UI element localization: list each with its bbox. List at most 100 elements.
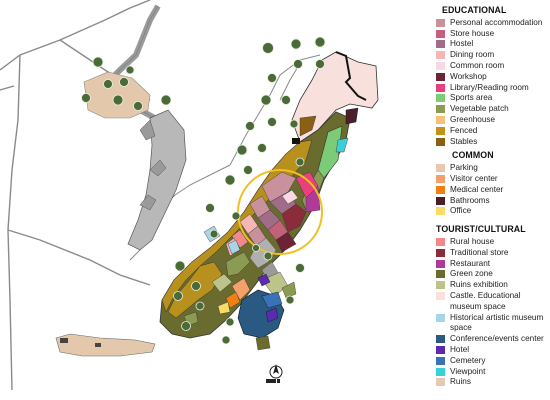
legend-section-title: TOURIST/CULTURAL bbox=[436, 224, 526, 235]
legend-item-label: Historical artistic museum space bbox=[450, 312, 544, 333]
legend-swatch bbox=[436, 196, 445, 205]
north-arrow-icon bbox=[266, 364, 283, 383]
legend-swatch bbox=[436, 345, 445, 354]
legend-item-label: Store house bbox=[450, 28, 495, 38]
legend-item-label: Library/Reading room bbox=[450, 82, 529, 92]
parking-area bbox=[127, 109, 187, 251]
legend-swatch bbox=[436, 29, 445, 38]
village-blocks bbox=[225, 171, 321, 257]
legend-item: Viewpoint bbox=[434, 367, 548, 378]
legend-swatch bbox=[436, 185, 445, 194]
legend-swatch bbox=[436, 115, 445, 124]
legend-item-label: Fenced bbox=[450, 125, 478, 135]
legend-swatch bbox=[436, 270, 445, 279]
legend-item: Bathrooms bbox=[434, 196, 548, 207]
legend-item-label: Vegetable patch bbox=[450, 104, 509, 114]
legend-item: Sports area bbox=[434, 93, 548, 104]
legend-item-label: Restaurant bbox=[450, 258, 491, 268]
legend-item: Office bbox=[434, 206, 548, 217]
legend-item: Dining room bbox=[434, 50, 548, 61]
legend-item: Conference/events center bbox=[434, 334, 548, 345]
legend-item: Historical artistic museum space bbox=[434, 313, 548, 335]
legend-swatch bbox=[436, 291, 445, 300]
legend-item: Ruins bbox=[434, 377, 548, 388]
legend-item-label: Ruins bbox=[450, 377, 471, 387]
legend-item-label: Medical center bbox=[450, 184, 504, 194]
legend-item-label: Greenhouse bbox=[450, 114, 496, 124]
legend-item: Workshop bbox=[434, 72, 548, 83]
legend-item-label: Hostel bbox=[450, 39, 474, 49]
legend-item: Store house bbox=[434, 29, 548, 40]
legend-item-label: Hotel bbox=[450, 344, 470, 354]
legend-item-label: Sports area bbox=[450, 93, 493, 103]
legend-item: Hostel bbox=[434, 39, 548, 50]
ruins-lower bbox=[55, 333, 156, 357]
legend-item-label: Traditional store bbox=[450, 247, 509, 257]
legend-swatch bbox=[436, 356, 445, 365]
legend-item-label: Cemetery bbox=[450, 355, 486, 365]
legend-item-label: Bathrooms bbox=[450, 195, 490, 205]
legend-swatch bbox=[436, 259, 445, 268]
legend-item: Green zone bbox=[434, 269, 548, 280]
legend-item-label: Conference/events center bbox=[450, 334, 544, 344]
legend-item-label: Rural house bbox=[450, 236, 495, 246]
legend-item-label: Workshop bbox=[450, 71, 487, 81]
site-map bbox=[0, 0, 379, 391]
legend-item-label: Green zone bbox=[450, 269, 493, 279]
legend-swatch bbox=[436, 51, 445, 60]
legend-item: Personal accommodation bbox=[434, 18, 548, 29]
legend-swatch bbox=[436, 94, 445, 103]
legend-item: Library/Reading room bbox=[434, 83, 548, 94]
legend-section-title: EDUCATIONAL bbox=[442, 5, 507, 15]
legend-item: Greenhouse bbox=[434, 115, 548, 126]
legend-item-label: Common room bbox=[450, 60, 505, 70]
legend-swatch bbox=[436, 72, 445, 81]
legend-swatch bbox=[436, 174, 445, 183]
legend-item: Common room bbox=[434, 61, 548, 72]
legend-item: Hotel bbox=[434, 345, 548, 356]
legend-item: Parking bbox=[434, 163, 548, 174]
legend-swatch bbox=[436, 207, 445, 216]
legend-item: Visitor center bbox=[434, 174, 548, 185]
legend-item-label: Ruins exhibition bbox=[450, 280, 508, 290]
legend-item: Rural house bbox=[434, 237, 548, 248]
legend-swatch bbox=[436, 313, 445, 322]
legend-item: Ruins exhibition bbox=[434, 280, 548, 291]
legend-swatch bbox=[436, 164, 445, 173]
legend-swatch bbox=[436, 61, 445, 70]
legend-swatch bbox=[436, 40, 445, 49]
sports-area bbox=[317, 125, 343, 179]
legend-swatch bbox=[436, 335, 445, 344]
legend-swatch bbox=[436, 367, 445, 376]
legend-item: Cemetery bbox=[434, 356, 548, 367]
legend-item-label: Stables bbox=[450, 136, 478, 146]
legend-item-label: Parking bbox=[450, 163, 478, 173]
legend-swatch bbox=[436, 281, 445, 290]
legend-item-label: Viewpoint bbox=[450, 366, 486, 376]
legend-item: Stables bbox=[434, 137, 548, 148]
legend-swatch bbox=[436, 105, 445, 114]
trees bbox=[81, 36, 326, 345]
legend-item: Castle. Educational museum space bbox=[434, 291, 548, 313]
legend-item-label: Visitor center bbox=[450, 173, 498, 183]
legend-item: Fenced bbox=[434, 126, 548, 137]
legend-item: Traditional store bbox=[434, 248, 548, 259]
legend-swatch bbox=[436, 18, 445, 27]
legend-swatch bbox=[436, 126, 445, 135]
legend-swatch bbox=[436, 237, 445, 246]
legend-item: Medical center bbox=[434, 185, 548, 196]
legend-swatch bbox=[436, 248, 445, 257]
legend-item-label: Office bbox=[450, 206, 472, 216]
legend-swatch bbox=[436, 378, 445, 387]
highlight-circle bbox=[237, 169, 323, 255]
legend-section-title: COMMON bbox=[452, 150, 494, 161]
legend-item-label: Dining room bbox=[450, 50, 495, 60]
legend-item-label: Personal accommodation bbox=[450, 17, 543, 27]
legend-swatch bbox=[436, 83, 445, 92]
legend-item: Vegetable patch bbox=[434, 104, 548, 115]
legend-swatch bbox=[436, 137, 445, 146]
roads bbox=[0, 0, 151, 391]
legend-item: Restaurant bbox=[434, 259, 548, 270]
legend-item-label: Castle. Educational museum space bbox=[450, 290, 521, 311]
